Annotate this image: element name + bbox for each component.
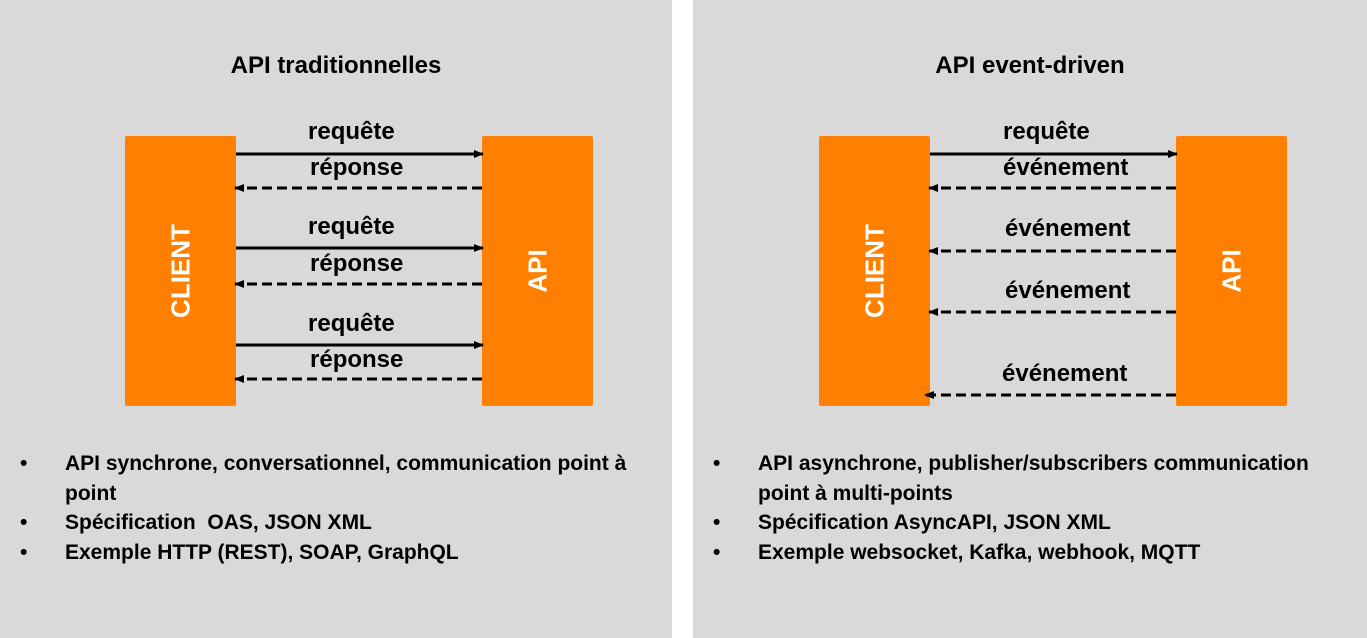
api-box: API [482, 136, 593, 406]
response-label-3: réponse [310, 346, 404, 373]
bullet-item: •Exemple websocket, Kafka, webhook, MQTT [713, 540, 1201, 564]
bullet-item: •API asynchrone, publisher/subscribers c… [713, 452, 1309, 505]
event-label-1: événement [1003, 154, 1129, 181]
request-label-3: requête [308, 310, 395, 337]
client-box: CLIENT [819, 136, 930, 406]
traditional-api-panel: API traditionnelles CLIENT API requête r… [0, 0, 672, 638]
bullet-item: •Spécification OAS, JSON XML [20, 511, 372, 534]
event-driven-api-title: API event-driven [935, 52, 1125, 79]
event-label-4: événement [1002, 360, 1128, 387]
event-label-3: événement [1005, 277, 1131, 304]
response-label-1: réponse [310, 154, 404, 181]
client-box: CLIENT [125, 136, 236, 406]
request-label: requête [1003, 118, 1090, 145]
event-driven-api-panel: API event-driven CLIENT API requête évén… [693, 0, 1367, 638]
traditional-api-title: API traditionnelles [230, 52, 442, 79]
traditional-arrows [234, 150, 484, 383]
bullet-item: •Spécification AsyncAPI, JSON XML [713, 511, 1111, 534]
event-label-2: événement [1005, 215, 1131, 242]
request-label-2: requête [308, 213, 395, 240]
request-label-1: requête [308, 118, 395, 145]
bullet-item: •Exemple HTTP (REST), SOAP, GraphQL [20, 540, 459, 564]
bullet-item: •API synchrone, conversationnel, communi… [20, 452, 627, 505]
event-driven-bullet-list: •API asynchrone, publisher/subscribers c… [713, 449, 1343, 567]
api-box: API [1176, 136, 1287, 406]
event-arrows [924, 150, 1178, 399]
response-label-2: réponse [310, 250, 404, 277]
traditional-bullet-list: •API synchrone, conversationnel, communi… [20, 449, 650, 567]
